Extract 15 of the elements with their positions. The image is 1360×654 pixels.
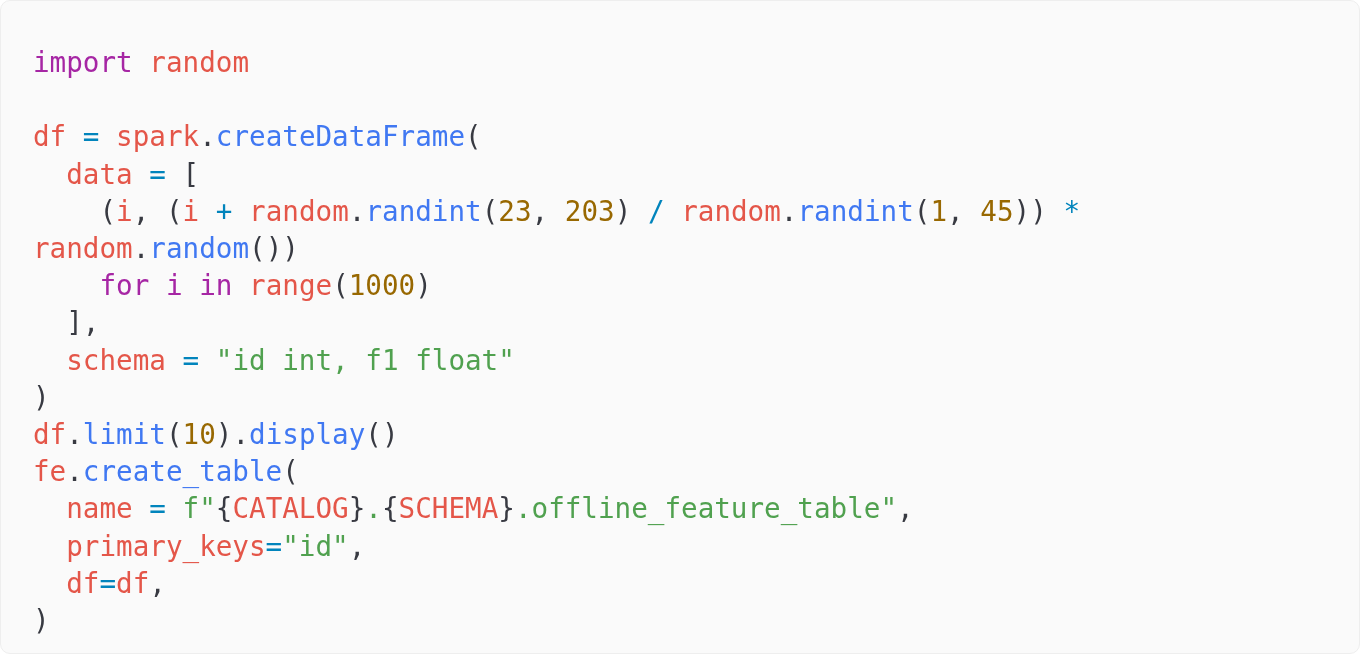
code-line: name = f"{CATALOG}.{SCHEMA}.offline_feature_table",: [66, 491, 914, 528]
code-line: schema = "id int, f1 float": [66, 342, 515, 379]
code-line: ): [33, 379, 50, 416]
code-line: fe.create_table(: [33, 454, 299, 491]
code-line: (i, (i + random.randint(23, 203) / random.randint(1, 45)) *: [99, 193, 1080, 230]
code-line: ): [33, 603, 50, 639]
code-line: random.random()): [33, 231, 299, 267]
code-line: ],: [66, 305, 100, 342]
code-line: df = spark.createDataFrame(: [33, 119, 482, 156]
code-line: df=df,: [66, 565, 166, 602]
code-line: import random: [33, 45, 249, 81]
code-line: for i in range(1000): [99, 268, 432, 305]
code-line: data = [: [66, 156, 200, 193]
code-line: primary_keys="id",: [66, 528, 366, 565]
code-line: df.limit(10).display(): [33, 417, 399, 453]
